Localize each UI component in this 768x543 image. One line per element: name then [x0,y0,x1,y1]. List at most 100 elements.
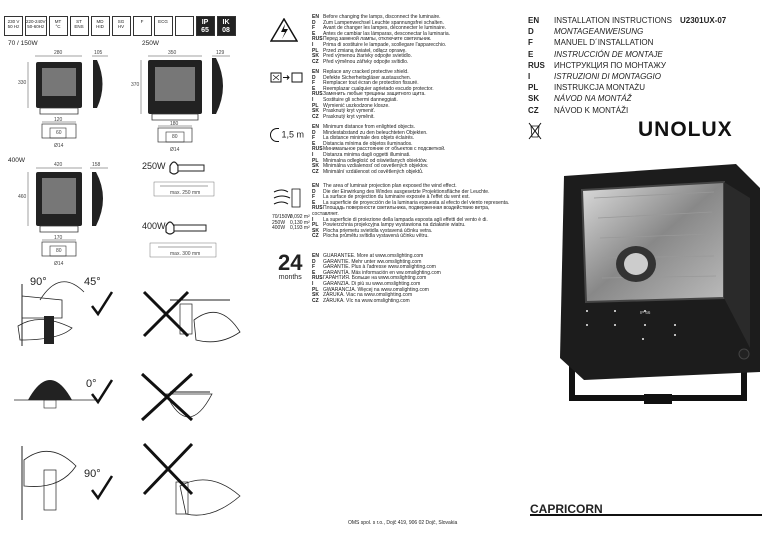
language-code: D [312,74,316,81]
language-code: D [528,27,534,37]
language-code: F [312,80,316,87]
label-400w: 400W [8,157,25,164]
language-code: PL [312,47,319,54]
warning-icon [270,18,298,42]
language-code: PL [528,83,539,93]
language-code: EN [312,69,319,75]
language-code: RUS [312,275,323,282]
language-code: RUS [528,60,545,70]
header-icon-top: SG [117,19,125,24]
dim-80-c: 80 [56,248,62,254]
translation-text: Plocha průmětu svítidla vystavená účinku… [323,233,429,240]
translation-text: The area of luminair projection plan exp… [323,183,457,189]
header-icon-top: 230 V [7,19,20,24]
language-code: F [312,194,316,201]
language-code: PL [312,102,319,109]
language-code: CZ [528,105,539,115]
replace-glass-icon [270,72,303,83]
distance-line: RUSМинимальное расстояние от объектов с … [312,147,512,153]
luminaire-side-250w [212,58,223,114]
instruction-title: MANUEL D´INSTALLATION [554,38,654,48]
translation-text: Minimum distance from enlighted objects. [323,124,415,130]
translation-text: Prasknutý kryt vyměnit. [323,113,375,120]
language-code: EN [528,16,540,25]
translation-text: Avant de changer les lampes, déconnecter… [323,25,447,32]
translation-text: Plocha priemetu svietidla vystavená účin… [323,227,433,234]
translation-text: Before changing the lamps, disconnect th… [323,14,441,20]
translation-text: La superficie di proiezione della lampad… [323,216,488,223]
dim-max-300: max. 300 mm [170,251,201,257]
wind-area: 0,092 m² [290,214,310,220]
dim-d14-a: Ø14 [54,143,64,149]
language-code: SK [312,227,319,234]
dim-129: 129 [216,50,225,56]
distance-indicator: 1,5 m [270,128,304,142]
language-code: E [312,30,316,37]
header-icon-bottom: 08 [222,27,230,34]
product-underline [530,514,762,516]
dim-170: 170 [54,235,63,241]
header-icon-top: ECG [158,19,168,24]
translation-text: Wymienić uszkodzone klosze. [323,102,390,109]
translation-text: Distanza minima dagli oggetti illuminati… [323,151,411,158]
mount-0-diagram [14,380,96,409]
dim-350: 350 [168,50,177,56]
translation-text: Mindestabstand zu den beleuchteten Objek… [323,129,428,136]
instruction-title: INSTRUKCJA MONTAŻU [554,83,645,93]
guarantee-line: RUSГАРАНТИЯ. Больше на www.omslighting.c… [312,276,512,282]
language-code: F [528,38,533,48]
translation-text: Před výměnou zářivky odpojte svítidlo. [323,58,409,65]
instruction-title: ISTRUZIONI DI MONTAGGIO [554,72,661,82]
header-icon-6: F [132,16,152,36]
glass-line: PL Wymienić uszkodzone klosze. [312,102,512,110]
glass-line: F Remplacer tout écran de protection fiss… [312,80,512,87]
label-lamp-400w: 400W [142,221,166,231]
header-icon-top: MT [54,19,62,24]
angle-0: 0° [86,378,97,390]
language-code: PL [312,157,319,164]
wind-line: SK Plocha priemetu svietidla vystavená úč… [312,227,512,235]
instruction-title-row: PL INSTRUKCJA MONTAŻU [528,82,672,93]
mount-wrong-1 [142,290,241,343]
wind-wattage: 250W [272,219,286,226]
language-code: EN [312,124,319,130]
photo-ip-label: IP 66 [640,310,651,315]
translation-text: GUARANTEE. More at www.omslighting.com [323,253,424,259]
language-code: E [312,85,316,92]
language-code: CZ [312,168,319,175]
language-code: PL [312,286,319,293]
translation-text: Перед заменой лампы, отключите светильни… [323,36,432,43]
product-name: CAPRICORN [530,502,603,516]
language-code: F [312,135,316,142]
luminaire-side-70w [93,60,103,108]
label-250w: 250W [142,40,159,47]
translation-text: Remplacer tout écran de protection fissu… [323,80,419,87]
weee-bin-icon [528,122,542,140]
translation-text: Zum Lampenwechsel Leuchte spannungsfrei … [323,19,444,26]
translation-text: Minimálna vzdialenosť od osvetlených obj… [323,163,429,170]
translation-text: Die der Einwirkung des Windes ausgesetzt… [323,188,490,195]
header-icon-top: IP [201,19,209,26]
translation-text: Distancia mínima de objetos iluminados. [323,140,413,147]
